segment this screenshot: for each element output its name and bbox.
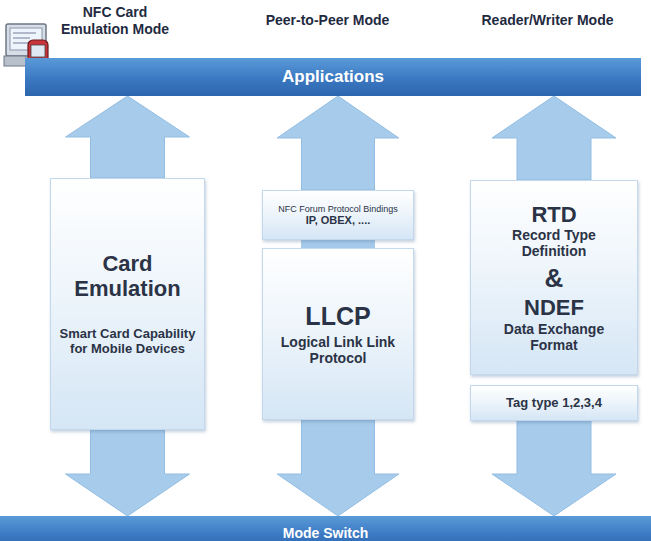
node-title: Mode Switch <box>283 525 369 541</box>
text-group: Card EmulationSmart Card Capability for … <box>51 247 204 361</box>
mode-switch-bar: Mode Switch <box>0 516 651 541</box>
block-arrow <box>66 430 190 516</box>
node-title: NFC Forum Protocol Bindings <box>278 204 398 214</box>
binding-box: NFC Forum Protocol BindingsIP, OBEX, ...… <box>262 190 414 240</box>
node-text: Record Type Definition <box>479 227 629 259</box>
text-group: Tag type 1,2,3,4 <box>498 392 610 415</box>
protocol-block: LLCP Logical Link Link Protocol <box>262 248 414 420</box>
block-arrow <box>492 421 616 516</box>
block-arrow <box>492 96 616 180</box>
node-title: Card Emulation <box>59 251 196 302</box>
mode-heading: Peer-to-Peer Mode <box>240 12 415 29</box>
mode-heading: NFC Card Emulation Mode <box>50 4 180 38</box>
node-text: Data Exchange Format <box>479 321 629 353</box>
applications-bar: Applications <box>25 58 641 96</box>
node-title: RTD <box>531 202 576 227</box>
text-group: LLCP Logical Link Link Protocol <box>263 298 413 371</box>
block-arrow <box>277 420 399 516</box>
node-text: & <box>545 264 564 294</box>
text-group: NFC Forum Protocol BindingsIP, OBEX, ...… <box>270 200 406 231</box>
format-block: RTDRecord Type Definition &NDEFData Excha… <box>470 180 638 375</box>
text-group: Applications <box>274 63 392 91</box>
node-title: LLCP <box>305 302 370 331</box>
text-group: Mode Switch <box>275 521 377 541</box>
node-text: IP, OBEX, .... <box>306 214 371 227</box>
node-title: Tag type 1,2,3,4 <box>506 396 602 411</box>
block-arrow <box>277 96 399 190</box>
node-text: NDEF <box>524 295 584 320</box>
text-group: RTDRecord Type Definition &NDEFData Excha… <box>471 198 637 357</box>
node-text: Logical Link Link Protocol <box>271 334 405 366</box>
node-title: Applications <box>282 67 384 87</box>
mode-heading: Reader/Writer Mode <box>460 12 635 29</box>
tag-box: Tag type 1,2,3,4 <box>470 385 638 421</box>
node-text: Smart Card Capability for Mobile Devices <box>59 327 196 357</box>
mode-block: Card EmulationSmart Card Capability for … <box>50 178 205 430</box>
block-arrow <box>66 96 190 178</box>
